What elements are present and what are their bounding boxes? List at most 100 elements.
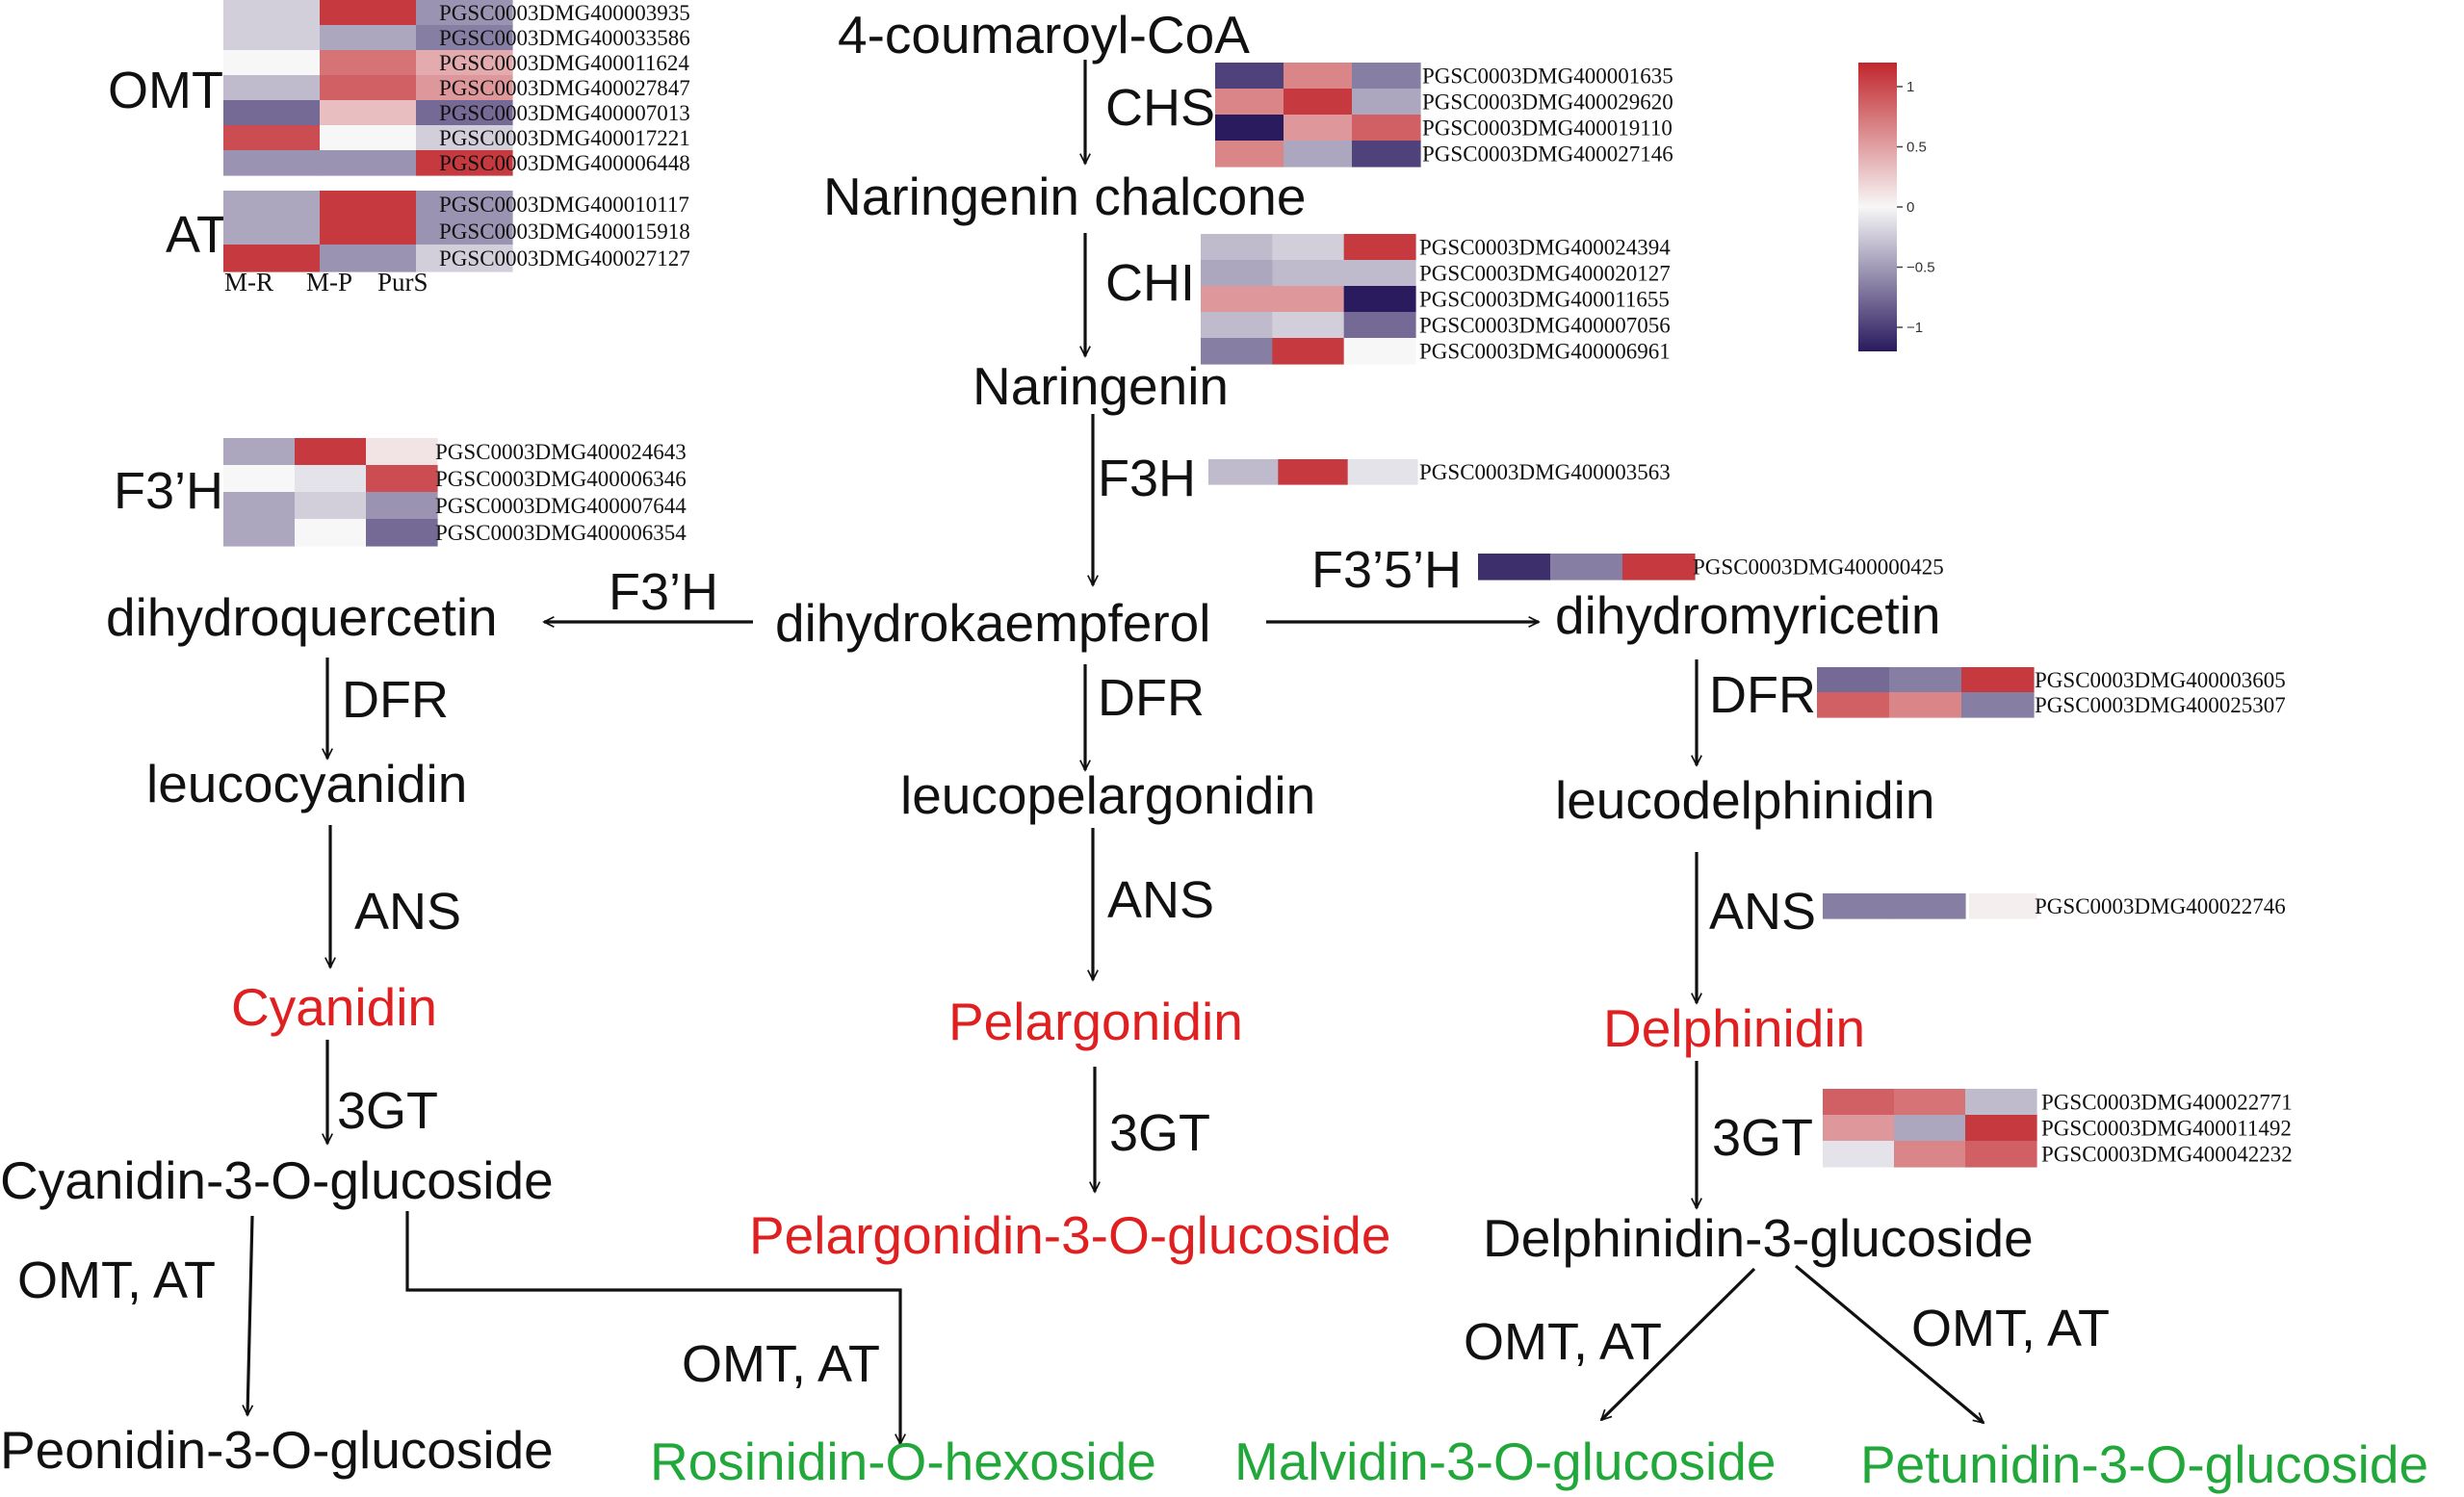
heatmap-cell [1817,692,1890,718]
enzyme-ans-right: ANS [1709,883,1816,941]
gene-id-label: PGSC0003DMG400010117 [439,193,689,217]
enzyme-f35h: F3’5’H [1311,541,1462,599]
heatmap-cell [295,519,367,547]
node-cyanidin-3-o-glucoside: Cyanidin-3-O-glucoside [0,1150,554,1210]
gene-id-label: PGSC0003DMG400017221 [439,126,690,150]
gene-id-label: PGSC0003DMG400019110 [1422,116,1673,141]
gene-id-label: PGSC0003DMG400006346 [435,467,687,491]
heatmap-cell [1215,89,1284,116]
heatmap-cell [1961,692,2035,718]
node-naringenin-chalcone: Naringenin chalcone [823,167,1306,226]
enzyme-omt-at-malvidin: OMT, AT [1464,1313,1662,1371]
arrow-peonidin [247,1215,254,1415]
heatmap-cell [1272,338,1345,365]
colorbar-ticks: 10.50−0.5−1 [1897,79,1935,336]
heatmap-cell [1550,554,1623,581]
gene-id-label: PGSC0003DMG400007056 [1419,314,1671,338]
compound-nodes: 4-coumaroyl-CoA Naringenin chalcone Nari… [0,5,2428,1494]
heatmap-cell [223,150,321,176]
heatmap-cell [1215,141,1284,168]
heatmap-cell [320,218,417,245]
heatmap-cell [223,0,321,26]
enzyme-chs: CHS [1105,79,1215,137]
enzyme-chi: CHI [1105,254,1195,312]
heatmap-cell [295,465,367,493]
heatmap-ans: PGSC0003DMG400022746 [1823,893,2286,919]
heatmap-3gt: PGSC0003DMG400022771PGSC0003DMG400011492… [1823,1089,2293,1168]
heatmap-cell [1215,115,1284,142]
gene-id-label: PGSC0003DMG400027847 [439,76,690,100]
gene-id-label: PGSC0003DMG400022771 [2041,1091,2293,1115]
heatmap-cell [416,150,513,176]
heatmap-cell [1284,115,1353,142]
heatmap-cell [1352,63,1421,90]
node-malvidin-3-o-glucoside: Malvidin-3-O-glucoside [1234,1432,1776,1491]
gene-id-label: PGSC0003DMG400029620 [1422,90,1673,115]
gene-id-label: PGSC0003DMG400001635 [1422,65,1673,89]
gene-id-label: PGSC0003DMG400003935 [439,1,690,25]
column-label-m-p: M-P [306,268,352,297]
heatmap-cell [416,125,513,151]
heatmap-f3h: PGSC0003DMG400003563 [1208,459,1671,485]
heatmap-cell [320,100,417,126]
heatmap-cell [1284,63,1353,90]
heatmap-cell [1889,667,1962,693]
heatmap-cell [1352,89,1421,116]
heatmap-cell [1817,667,1890,693]
heatmap-cell [366,519,438,547]
colorbar-gradient [1858,63,1897,351]
gene-id-label: PGSC0003DMG400003563 [1419,460,1671,484]
heatmap-cell [223,465,296,493]
arrow-petunidin [1794,1264,1984,1425]
heatmap-cell [1347,459,1418,485]
colorbar-tick-label: −0.5 [1906,260,1935,276]
enzyme-ans-left: ANS [354,883,461,941]
heatmap-cell [1894,1141,1966,1168]
heatmap-cell [1215,63,1284,90]
heatmap-label-omt: OMT [108,62,223,119]
heatmap-cell [416,100,513,126]
heatmap-chi: PGSC0003DMG400024394PGSC0003DMG400020127… [1201,234,1671,365]
heatmap-cell [1343,260,1416,287]
column-label-m-r: M-R [224,268,273,297]
heatmap-cell [1343,312,1416,339]
heatmap-cell [1352,115,1421,142]
heatmap-cell [1272,286,1345,313]
gene-id-label: PGSC0003DMG400007644 [435,494,687,518]
heatmap-f35h: PGSC0003DMG400000425 [1478,554,1944,581]
gene-id-label: PGSC0003DMG400024394 [1419,236,1671,260]
heatmap-cell [1343,234,1416,261]
heatmap-cell [320,125,417,151]
heatmap-cell [223,25,321,51]
heatmap-cell [1201,234,1273,261]
heatmap-cell [223,191,321,219]
heatmap-cell [295,438,367,466]
enzyme-3gt-right: 3GT [1712,1109,1813,1167]
heatmap-cell [320,245,417,272]
heatmap-cell [416,25,513,51]
heatmap-cell [1894,1115,1966,1142]
heatmap-f3prime-h: PGSC0003DMG400024643PGSC0003DMG400006346… [223,438,687,547]
heatmap-cell [1622,554,1696,581]
gene-id-label: PGSC0003DMG400000425 [1693,555,1944,580]
heatmap-cell [320,75,417,101]
heatmap-cell [1201,260,1273,287]
node-pelargonidin-3-o-glucoside: Pelargonidin-3-O-glucoside [749,1205,1390,1265]
heatmap-cell [223,492,296,520]
heatmap-omt: PGSC0003DMG400003935PGSC0003DMG400033586… [223,0,690,176]
gene-id-label: PGSC0003DMG400027127 [439,246,690,271]
gene-id-label: PGSC0003DMG400024643 [435,440,687,464]
gene-id-label: PGSC0003DMG400011492 [2041,1117,2292,1141]
gene-id-label: PGSC0003DMG400006354 [435,521,687,545]
heatmap-cell [1969,893,2037,919]
heatmap-cell [223,218,321,245]
heatmap-cell [223,438,296,466]
heatmap-cell [223,50,321,76]
heatmap-cell [416,50,513,76]
node-rosinidin-o-hexoside: Rosinidin-O-hexoside [650,1432,1156,1491]
heatmap-cell [320,191,417,219]
node-leucodelphinidin: leucodelphinidin [1555,770,1934,830]
enzyme-ans-mid: ANS [1107,871,1214,929]
heatmap-cell [366,492,438,520]
heatmap-column-labels: M-R M-P PurS [224,268,428,297]
